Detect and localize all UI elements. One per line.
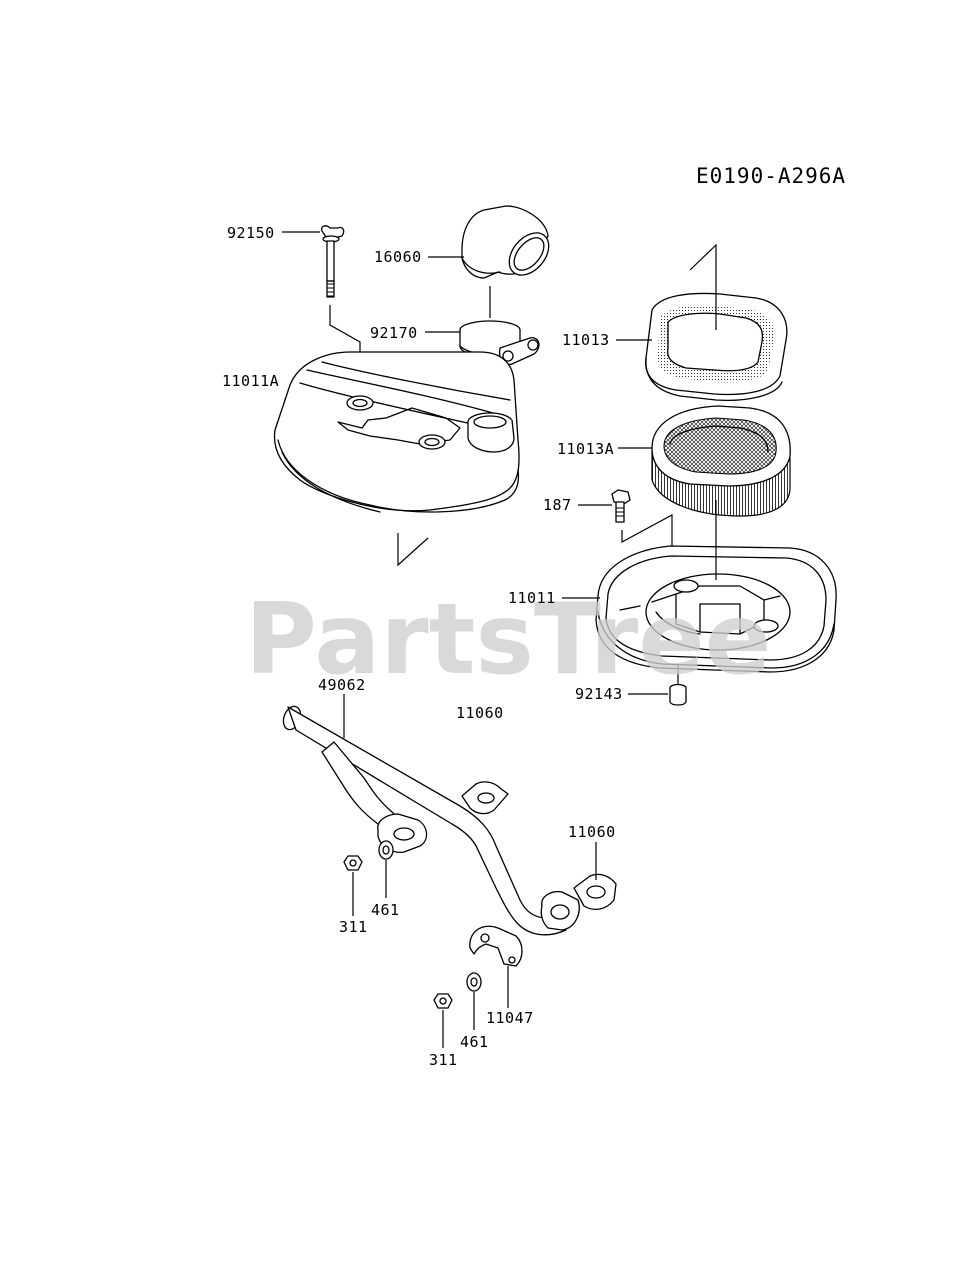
part-label-49062[interactable]: 49062: [318, 676, 366, 694]
part-label-187[interactable]: 187: [543, 496, 572, 514]
part-label-92150[interactable]: 92150: [227, 224, 275, 242]
exhaust-pipe-illustration: [282, 705, 580, 936]
gasket-lower-illustration: [573, 873, 617, 911]
part-label-11060-upper[interactable]: 11060: [456, 704, 504, 722]
part-label-461-lower[interactable]: 461: [460, 1033, 489, 1051]
part-label-11060-lower[interactable]: 11060: [568, 823, 616, 841]
part-label-92170[interactable]: 92170: [370, 324, 418, 342]
air-cleaner-base-illustration: [595, 545, 837, 673]
part-label-311-upper[interactable]: 311: [339, 918, 368, 936]
elbow-hose-illustration: [461, 205, 550, 279]
air-cleaner-cover-illustration: [273, 351, 520, 513]
part-label-92143[interactable]: 92143: [575, 685, 623, 703]
bolt-187-illustration: [611, 489, 631, 523]
part-label-11011A[interactable]: 11011A: [222, 372, 279, 390]
leader-11011A-v: [397, 533, 429, 567]
leader-11013-top: [689, 243, 717, 330]
bolt-wing-illustration: [320, 225, 345, 298]
nut-311a-illustration: [343, 855, 363, 871]
part-label-11011[interactable]: 11011: [508, 589, 556, 607]
part-label-311-lower[interactable]: 311: [429, 1051, 458, 1069]
collar-nut-92143-illustration: [669, 683, 687, 706]
paper-element-illustration: [651, 405, 791, 517]
diagram-code: E0190-A296A: [696, 164, 846, 188]
watermark: PartsTree: [245, 583, 771, 697]
part-label-11013A[interactable]: 11013A: [557, 440, 614, 458]
hose-clamp-illustration: [459, 320, 540, 366]
foam-element-illustration: [645, 292, 788, 402]
part-label-461-upper[interactable]: 461: [371, 901, 400, 919]
washer-461b-illustration: [466, 972, 482, 992]
bracket-11047-illustration: [469, 925, 523, 967]
washer-461a-illustration: [378, 840, 394, 860]
gasket-upper-illustration: [461, 781, 509, 815]
part-label-16060[interactable]: 16060: [374, 248, 422, 266]
part-label-11013[interactable]: 11013: [562, 331, 610, 349]
part-label-11047[interactable]: 11047: [486, 1009, 534, 1027]
nut-311b-illustration: [433, 993, 453, 1009]
